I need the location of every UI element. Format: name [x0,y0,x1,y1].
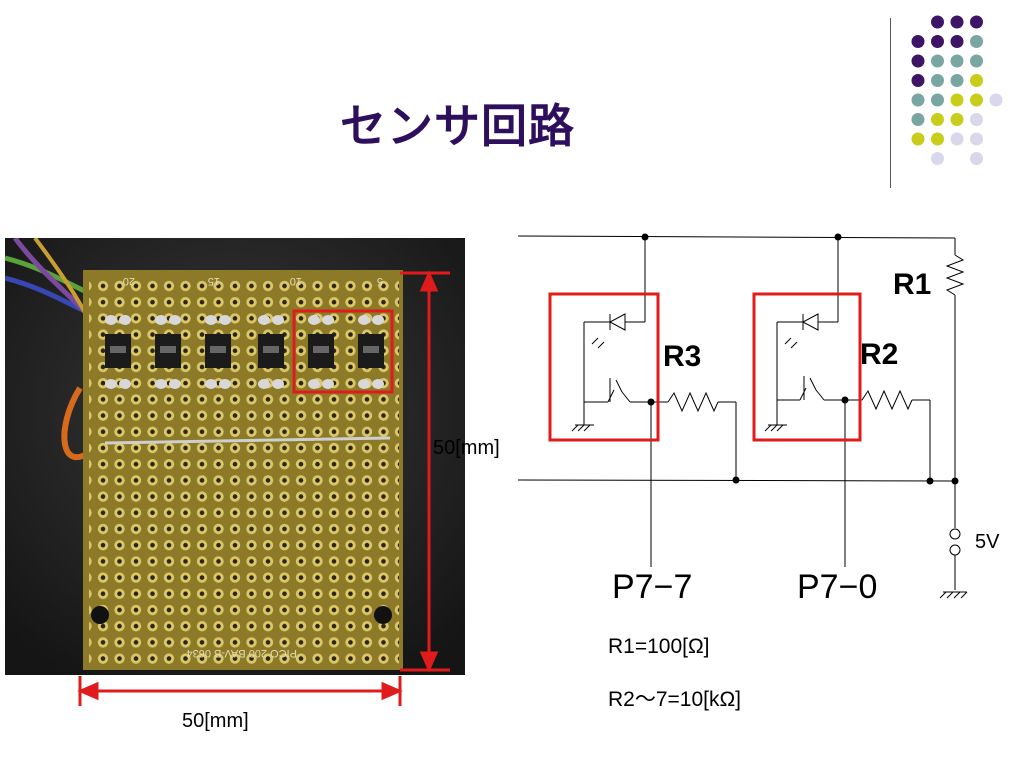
decorative-dot [950,132,964,146]
decorative-dot [950,74,964,87]
decorative-dot [931,15,944,29]
vertical-dimension-label: 50[mm] [433,437,500,459]
decorative-dot [911,74,925,87]
decorative-dot [911,93,925,107]
silkscreen-10: 10 [290,275,302,287]
decorative-dot [911,35,925,48]
board-footer-text: PICO 200 BAV-B 0634 [187,647,297,659]
right-sensor-highlight [752,292,862,442]
r2-value-text: R2〜7=10[kΩ] [608,688,742,711]
silkscreen-15: 15 [208,275,220,287]
decorative-dot [950,54,964,68]
r2-label: R2 [860,338,899,371]
r1-value-text: R1=100[Ω] [608,635,710,658]
r3-label: R3 [663,340,702,373]
decorative-dot-grid [911,15,1003,165]
decorative-dot [931,74,944,87]
left-sensor-highlight [548,292,660,442]
decorative-dot [931,93,944,107]
decorative-dot [970,54,983,68]
decorative-dot [970,15,983,29]
decorative-dot [911,113,925,126]
sensor-highlight-box [292,309,394,394]
horizontal-dimension-label: 50[mm] [182,710,249,732]
silkscreen-5: 5 [377,275,383,287]
decorative-dot [931,35,944,48]
slide-title: センサ回路 [340,99,575,153]
decorative-dot [970,93,983,107]
decorative-dot [950,35,964,48]
decorative-dot [989,93,1003,107]
decorative-dot [950,113,964,126]
sensor-board-photo: 20 15 10 5 PICO 200 BAV-B 0634 [5,238,465,675]
decorative-dot [950,15,964,29]
decorative-dot [970,152,983,165]
decorative-dot [931,54,944,68]
decorative-dot [911,132,925,146]
decorative-dot [970,74,983,87]
silkscreen-20: 20 [123,275,135,287]
title-divider [890,18,891,188]
decorative-dot [970,35,983,48]
voltage-label: 5V [975,531,1000,553]
decorative-dot [931,132,944,146]
decorative-dot [970,113,983,126]
decorative-dot [931,152,944,165]
decorative-dot [931,113,944,126]
port-p7-7-label: P7−7 [612,568,693,606]
decorative-dot [970,132,983,146]
decorative-dot [911,54,925,68]
r1-label: R1 [893,268,932,301]
port-p7-0-label: P7−0 [797,568,878,606]
decorative-dot [950,93,964,107]
